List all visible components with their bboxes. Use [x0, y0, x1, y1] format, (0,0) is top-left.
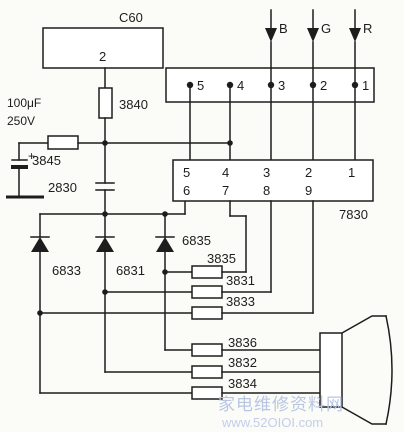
- ic-c60-pin-2: 2: [99, 49, 106, 64]
- connector-pin-4: 4: [237, 78, 244, 93]
- connector-pin-1: 1: [362, 78, 369, 93]
- cap-plate-negative: [11, 165, 28, 169]
- resistor-3845-label: 3845: [32, 153, 61, 168]
- ic-7830-pin-2: 2: [305, 165, 312, 180]
- resistor-3835: [191, 265, 223, 279]
- connector-pin-2: 2: [320, 78, 327, 93]
- arrow-down-icon: [265, 28, 277, 42]
- crt-screen-face: [385, 315, 393, 425]
- diode-6833: [31, 237, 49, 252]
- resistor-3840: [98, 87, 113, 119]
- crt-neck: [319, 332, 343, 408]
- resistor-3831: [191, 285, 223, 299]
- arrow-down-icon: [307, 28, 319, 42]
- ic-7830-pin-9: 9: [305, 183, 312, 198]
- ic-c60-box: [42, 27, 164, 69]
- ic-7830-pin-8: 8: [263, 183, 270, 198]
- connector-pin-5: 5: [197, 78, 204, 93]
- resistor-3832: [191, 365, 223, 379]
- cap-voltage-label: 250V: [7, 114, 35, 128]
- cap-plus-sign: +: [28, 149, 35, 163]
- ic-7830-pin-5: 5: [183, 165, 190, 180]
- watermark-text: 家电维修资料网: [218, 395, 344, 415]
- input-g-label: G: [321, 21, 331, 36]
- ic-7830-pin-3: 3: [263, 165, 270, 180]
- ic-7830-pin-4: 4: [222, 165, 229, 180]
- resistor-3831-label: 3831: [226, 273, 255, 288]
- resistor-3832-label: 3832: [228, 355, 257, 370]
- diode-6831: [96, 237, 114, 252]
- resistor-3834-label: 3834: [228, 376, 257, 391]
- diode-6835: [156, 237, 174, 252]
- input-b-label: B: [279, 21, 288, 36]
- cap-value-label: 100μF: [7, 96, 41, 110]
- crt-bell-top: [340, 315, 387, 335]
- input-arrows: B G R: [265, 9, 372, 83]
- resistor-3836-label: 3836: [228, 335, 257, 350]
- crt-bell-bottom: [340, 405, 387, 425]
- crt-tube-outline: [319, 315, 393, 425]
- ic-7830-label: 7830: [339, 207, 368, 222]
- resistor-3840-label: 3840: [119, 97, 148, 112]
- resistor-3833-label: 3833: [226, 294, 255, 309]
- resistor-3845: [47, 135, 79, 150]
- cap-2830-label: 2830: [48, 180, 77, 195]
- ic-7830-pin-1: 1: [348, 165, 355, 180]
- diode-6831-label: 6831: [116, 263, 145, 278]
- resistor-3835-label: 3835: [207, 251, 236, 266]
- resistor-3836: [191, 343, 223, 357]
- diode-6835-label: 6835: [182, 233, 211, 248]
- connector-pin-3: 3: [278, 78, 285, 93]
- ic-7830-box: [172, 159, 374, 202]
- diode-6833-label: 6833: [52, 263, 81, 278]
- ic-c60-label: C60: [119, 10, 143, 25]
- ic-7830-pin-7: 7: [222, 183, 229, 198]
- ic-7830-pin-6: 6: [183, 183, 190, 198]
- input-r-label: R: [363, 21, 372, 36]
- resistor-3833: [191, 306, 223, 320]
- arrow-down-icon: [349, 28, 361, 42]
- watermark-url: www.52OIOI.com: [221, 415, 323, 430]
